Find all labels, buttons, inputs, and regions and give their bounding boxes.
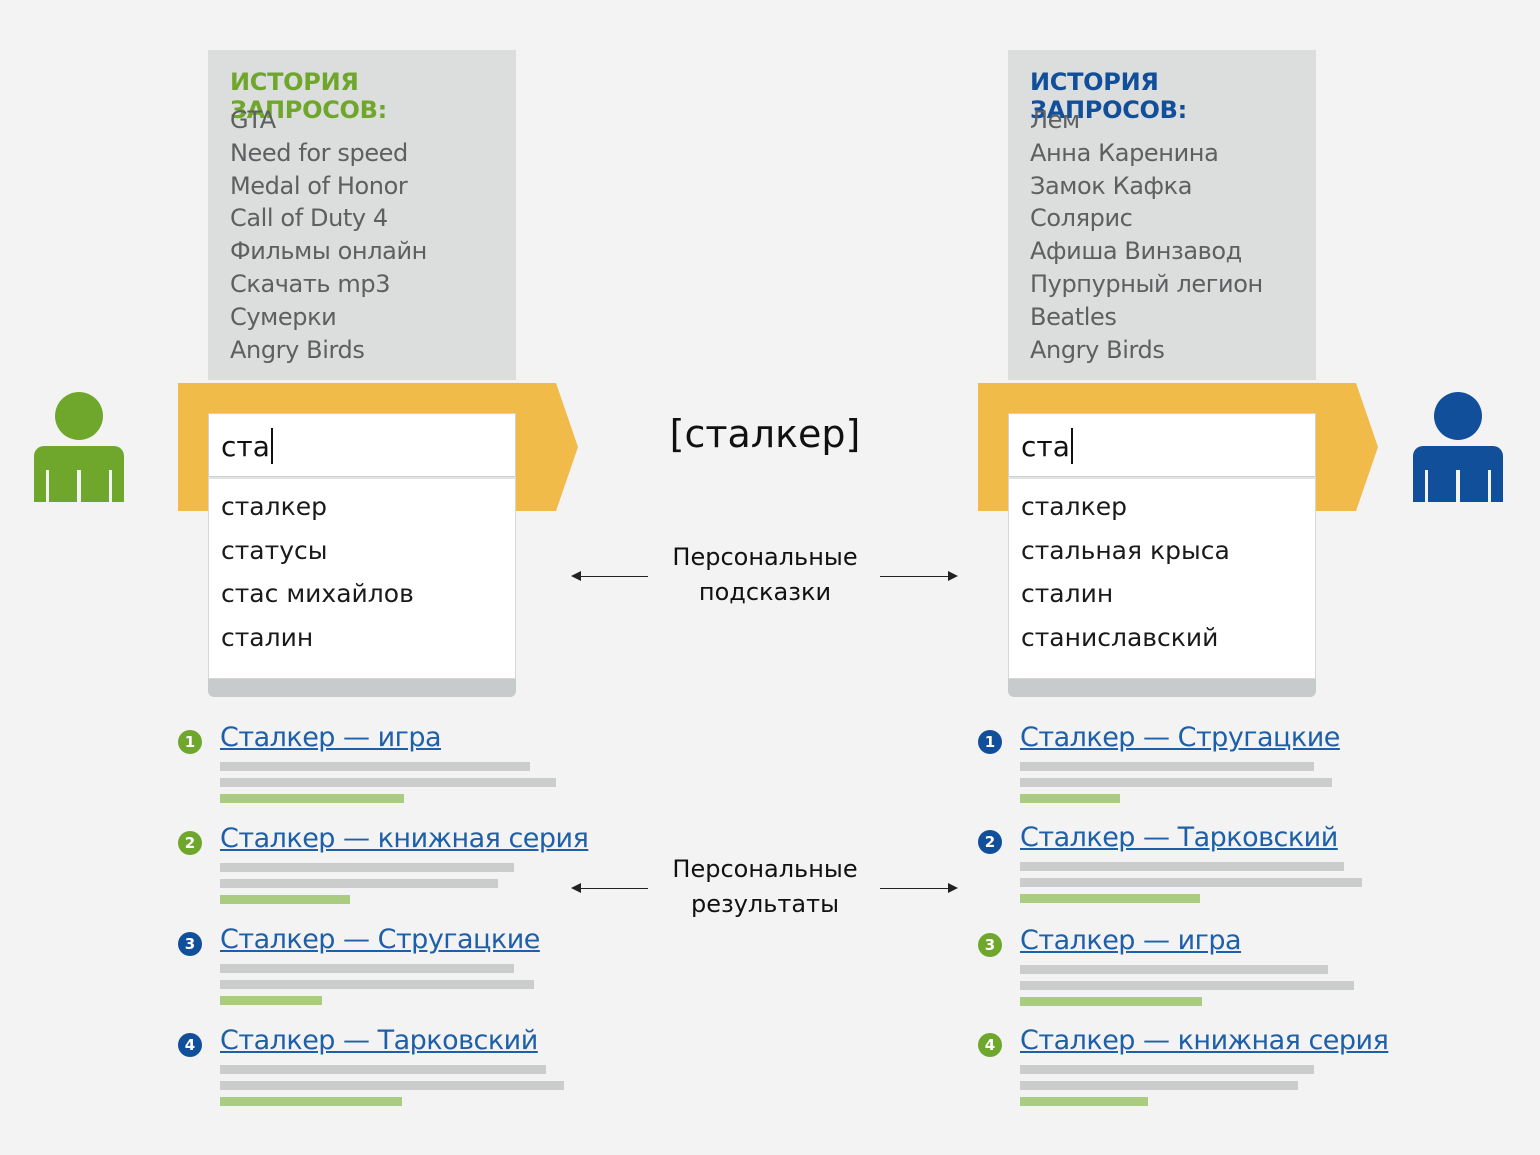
rank-badge: 3 (978, 933, 1002, 957)
snippet-line (1020, 862, 1344, 871)
label-line: результаты (690, 890, 840, 918)
history-item: GTA (230, 106, 276, 134)
history-item: Пурпурный легион (1030, 269, 1263, 298)
label-line: подсказки (698, 578, 832, 606)
snippet-line (1020, 762, 1314, 771)
arrow-line (578, 576, 648, 577)
url-line (220, 1097, 402, 1106)
suggestion-item[interactable]: стас михайлов (221, 579, 414, 609)
history-item: Лем (1030, 106, 1080, 134)
rank-badge: 4 (978, 1033, 1002, 1057)
arrow-line (578, 888, 648, 889)
history-item: Beatles (1030, 302, 1117, 331)
arrow-line (880, 888, 950, 889)
suggestions-footer (1008, 679, 1316, 697)
snippet-line (220, 863, 514, 872)
personal-results-label: Персональные результаты (640, 852, 890, 922)
right-history-panel: ИСТОРИЯ ЗАПРОСОВ: Лем Анна Каренина Замо… (1008, 50, 1316, 380)
history-item: Angry Birds (230, 335, 365, 364)
history-item: Call of Duty 4 (230, 204, 388, 233)
arrow-left-icon (571, 883, 581, 893)
left-search-input[interactable]: ста (208, 413, 516, 477)
snippet-line (1020, 965, 1328, 974)
arrow-right-icon (948, 883, 958, 893)
snippet-line (220, 762, 530, 771)
right-history-list: Лем Анна Каренина Замок Кафка Солярис Аф… (1030, 104, 1263, 366)
result-link[interactable]: Сталкер — игра (220, 722, 442, 753)
url-line (1020, 894, 1200, 903)
rank-badge: 1 (978, 730, 1002, 754)
history-item: Сумерки (230, 302, 337, 331)
history-item: Скачать mp3 (230, 269, 391, 298)
query-label: [сталкер] (669, 412, 861, 456)
left-suggestions: сталкер статусы стас михайлов сталин (208, 477, 516, 679)
snippet-line (220, 1081, 564, 1090)
green-user-icon (34, 392, 124, 507)
result-link[interactable]: Сталкер — книжная серия (220, 823, 589, 854)
rank-badge: 1 (178, 730, 202, 754)
rank-badge: 4 (178, 1033, 202, 1057)
url-line (220, 794, 404, 803)
blue-user-icon (1413, 392, 1503, 507)
text-caret (270, 428, 273, 464)
rank-badge: 2 (178, 831, 202, 855)
snippet-line (1020, 981, 1354, 990)
result-link[interactable]: Сталкер — игра (1020, 925, 1242, 956)
history-item: Фильмы онлайн (230, 237, 427, 266)
right-query-text: ста (1021, 430, 1070, 463)
right-search-box: ста сталкер стальная крыса сталин станис… (1008, 413, 1316, 697)
result-link[interactable]: Сталкер — Стругацкие (220, 924, 540, 955)
snippet-line (1020, 778, 1332, 787)
suggestion-item[interactable]: сталин (221, 622, 314, 652)
history-item: Angry Birds (1030, 335, 1165, 364)
right-suggestions: сталкер стальная крыса сталин станиславс… (1008, 477, 1316, 679)
history-item: Medal of Honor (230, 171, 408, 200)
snippet-line (220, 964, 514, 973)
url-line (1020, 794, 1120, 803)
left-history-title: ИСТОРИЯ ЗАПРОСОВ: (230, 68, 387, 124)
arrow-line (880, 576, 950, 577)
right-history-title: ИСТОРИЯ ЗАПРОСОВ: (1030, 68, 1187, 124)
history-item: Афиша Винзавод (1030, 237, 1242, 266)
arrow-right-icon (948, 571, 958, 581)
result-link[interactable]: Сталкер — Тарковский (1020, 822, 1338, 853)
snippet-line (220, 879, 498, 888)
url-line (1020, 1097, 1148, 1106)
text-caret (1070, 428, 1073, 464)
personal-suggestions-label: Персональные подсказки (640, 540, 890, 610)
arrow-left-icon (571, 571, 581, 581)
result-link[interactable]: Сталкер — Стругацкие (1020, 722, 1340, 753)
rank-badge: 2 (978, 830, 1002, 854)
suggestion-item[interactable]: станиславский (1021, 622, 1219, 652)
history-item: Солярис (1030, 204, 1133, 233)
suggestion-item[interactable]: сталкер (1021, 492, 1127, 521)
right-search-input[interactable]: ста (1008, 413, 1316, 477)
snippet-line (220, 778, 556, 787)
left-history-panel: ИСТОРИЯ ЗАПРОСОВ: GTA Need for speed Med… (208, 50, 516, 380)
left-history-list: GTA Need for speed Medal of Honor Call o… (230, 104, 427, 366)
history-item: Need for speed (230, 138, 408, 167)
snippet-line (1020, 878, 1362, 887)
left-search-box: ста сталкер статусы стас михайлов сталин (208, 413, 516, 697)
label-line: Персональные (672, 855, 858, 883)
snippet-line (1020, 1065, 1314, 1074)
history-item: Анна Каренина (1030, 138, 1219, 167)
history-item: Замок Кафка (1030, 171, 1193, 200)
suggestion-item[interactable]: сталкер (221, 492, 327, 521)
url-line (220, 895, 350, 904)
snippet-line (220, 980, 534, 989)
suggestion-item[interactable]: стальная крыса (1021, 535, 1230, 565)
snippet-line (220, 1065, 546, 1074)
url-line (1020, 997, 1202, 1006)
result-link[interactable]: Сталкер — Тарковский (220, 1025, 538, 1056)
suggestion-item[interactable]: сталин (1021, 579, 1114, 609)
snippet-line (1020, 1081, 1298, 1090)
result-link[interactable]: Сталкер — книжная серия (1020, 1025, 1389, 1056)
url-line (220, 996, 322, 1005)
suggestions-footer (208, 679, 516, 697)
suggestion-item[interactable]: статусы (221, 535, 328, 565)
rank-badge: 3 (178, 932, 202, 956)
left-query-text: ста (221, 430, 270, 463)
label-line: Персональные (672, 543, 858, 571)
